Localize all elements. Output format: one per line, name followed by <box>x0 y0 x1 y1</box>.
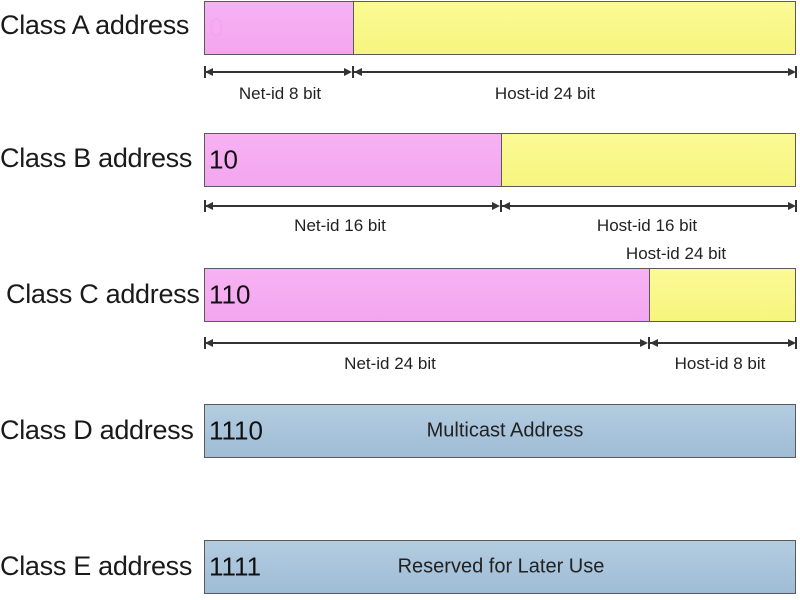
class-c-bar: 110 <box>204 268 796 322</box>
class-e-description: Reserved for Later Use <box>397 555 605 578</box>
class-a-host-segment <box>353 2 795 54</box>
class-d-bar: 1110 Multicast Address <box>204 404 796 458</box>
stray-host-id-label: Host-id 24 bit <box>625 244 727 263</box>
class-b-bar: 10 <box>204 133 796 187</box>
class-e-prefix: 1111 <box>209 551 262 582</box>
class-c-label: Class C address <box>6 279 200 309</box>
class-c-net-id-label: Net-id 24 bit <box>344 354 436 373</box>
class-b-net-id-label: Net-id 16 bit <box>294 216 386 235</box>
class-d-segment <box>205 405 795 457</box>
class-d-description: Multicast Address <box>426 419 584 442</box>
class-a-prefix: 0 <box>209 12 224 43</box>
class-b-prefix: 10 <box>209 144 238 175</box>
class-b-host-id-label: Host-id 16 bit <box>596 216 698 235</box>
class-c-net-segment: 110 <box>205 269 649 321</box>
class-e-bar: 1111 Reserved for Later Use <box>204 540 796 594</box>
class-c-prefix: 110 <box>209 279 251 310</box>
class-a-label: Class A address <box>0 10 190 40</box>
class-a-host-id-label: Host-id 24 bit <box>494 84 596 103</box>
class-b-net-segment: 10 <box>205 134 501 186</box>
class-d-prefix: 1110 <box>209 415 263 446</box>
class-b-label: Class B address <box>0 143 193 173</box>
class-a-net-id-label: Net-id 8 bit <box>238 84 322 103</box>
class-a-net-segment: 0 <box>205 2 353 54</box>
class-d-label: Class D address <box>0 415 194 445</box>
class-e-label: Class E address <box>0 551 193 581</box>
class-b-host-segment <box>501 134 795 186</box>
class-a-bar: 0 <box>204 1 796 55</box>
class-c-host-id-label: Host-id 8 bit <box>674 354 766 373</box>
class-c-host-segment <box>649 269 795 321</box>
class-e-segment <box>205 541 795 593</box>
